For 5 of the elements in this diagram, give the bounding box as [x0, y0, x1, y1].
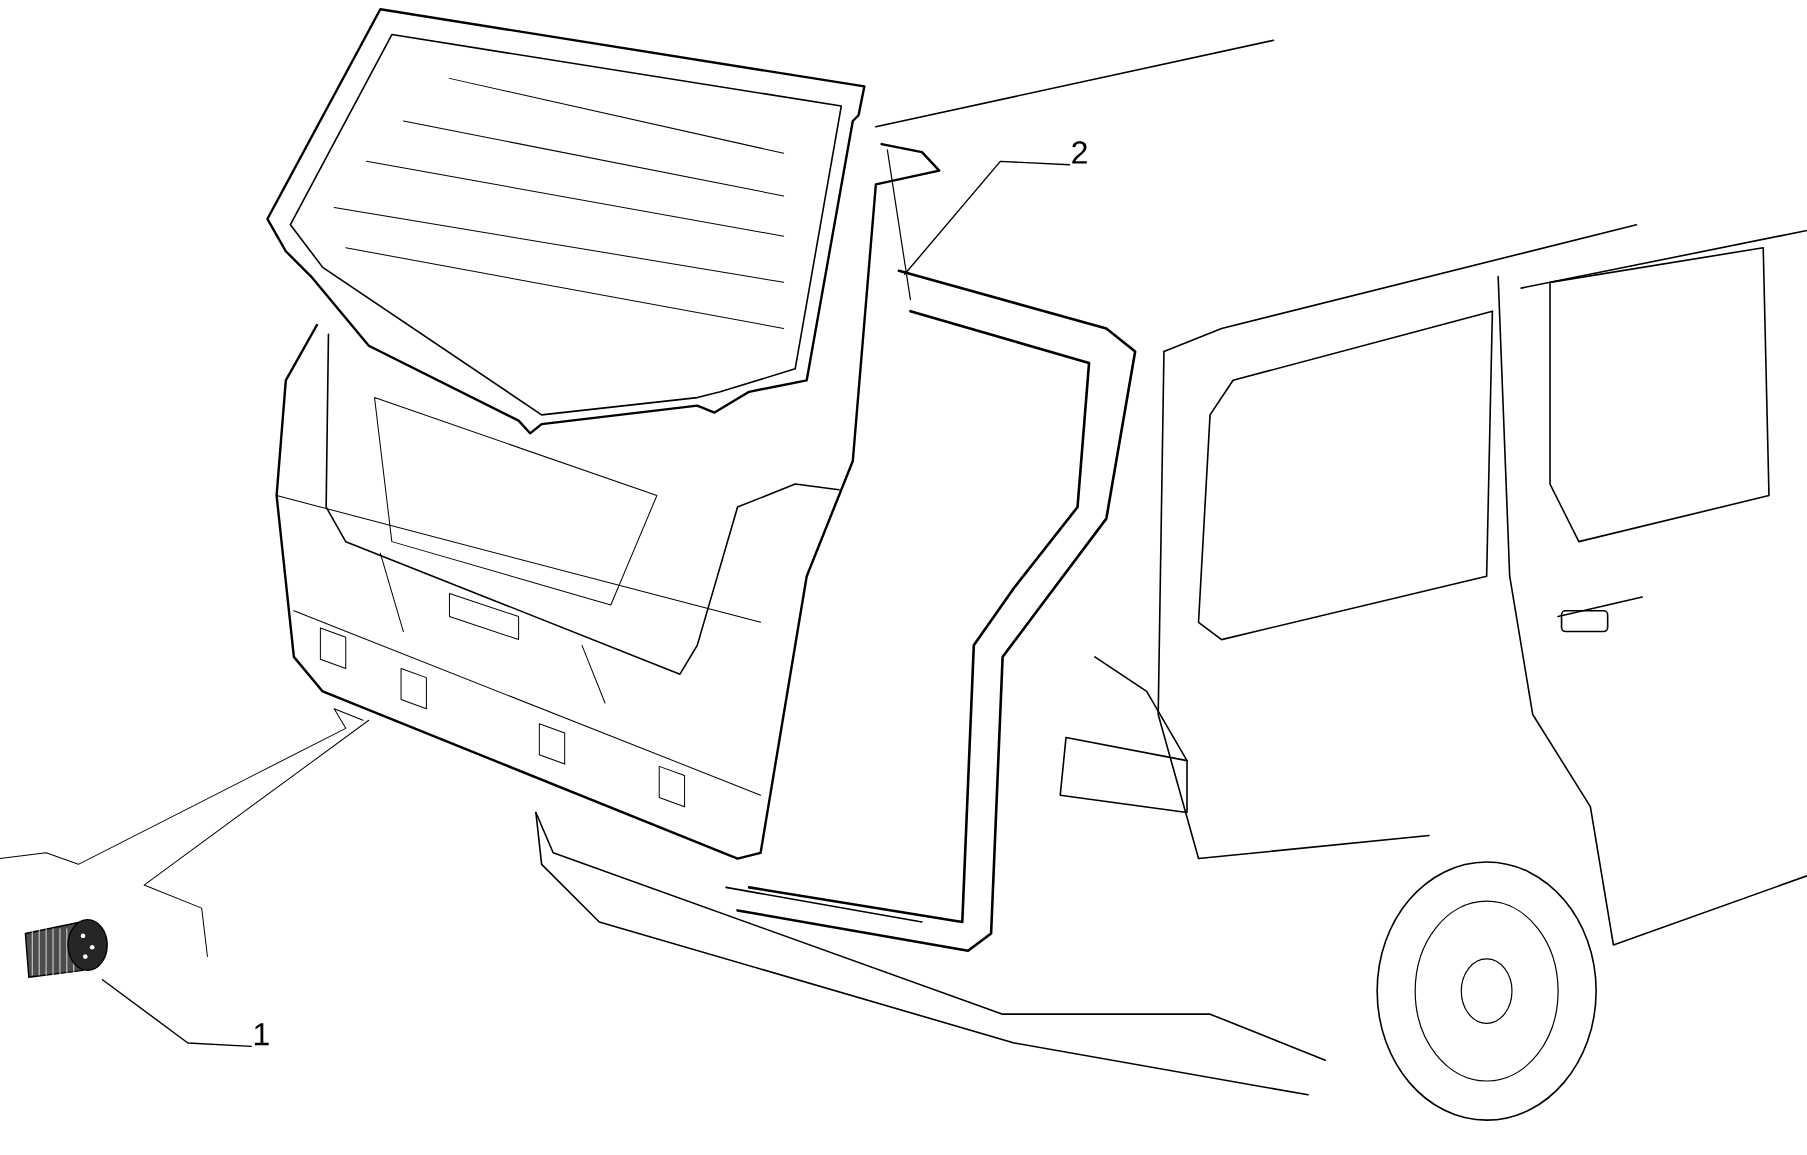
leader-line	[101, 979, 252, 1048]
leader-line	[903, 160, 1071, 276]
callout-number: 2	[1072, 141, 1087, 164]
clip-drawing	[24, 919, 108, 979]
callout-number: 1	[254, 1023, 269, 1046]
